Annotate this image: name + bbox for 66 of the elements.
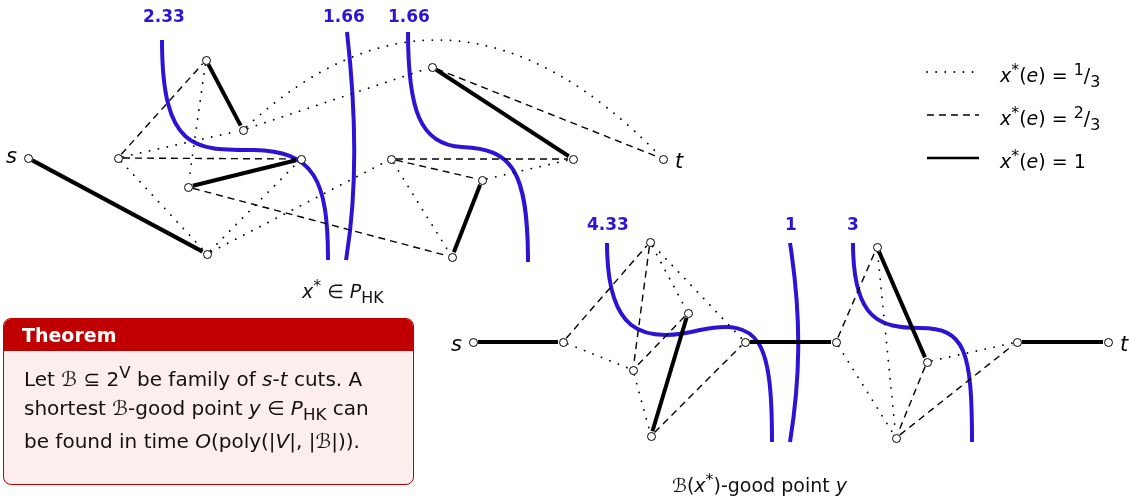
vertex-circle bbox=[183, 182, 193, 192]
graph-edge bbox=[435, 68, 570, 158]
graph-edge bbox=[566, 342, 630, 370]
vertex-circle bbox=[628, 365, 638, 375]
graph-edge bbox=[650, 317, 689, 432]
graph-caption: ℬ(x$^{*}$)-good point y bbox=[672, 472, 847, 496]
graph-edge bbox=[120, 63, 204, 155]
vertex-circle bbox=[683, 308, 693, 318]
graph-edge bbox=[652, 244, 743, 340]
graph-edge bbox=[750, 340, 831, 344]
graph-edge bbox=[31, 158, 204, 254]
cut-value: 1.66 bbox=[388, 8, 430, 25]
graph-edge bbox=[565, 245, 648, 339]
graph-edge bbox=[206, 63, 243, 127]
legend-text: x$^{*}$(e) = $^{1}$/$_{3}$ bbox=[1000, 60, 1101, 92]
vertex-circle bbox=[922, 357, 932, 367]
legend-text: x$^{*}$(e) = $^{2}$/$_{3}$ bbox=[1000, 103, 1101, 135]
graph-edge bbox=[653, 344, 743, 434]
cut-value: 2.33 bbox=[143, 8, 185, 25]
graph-edge bbox=[192, 158, 297, 188]
vertex-label: t bbox=[675, 151, 684, 172]
graph-edge bbox=[451, 183, 483, 254]
graph-edge bbox=[478, 340, 558, 344]
vertex-circle bbox=[1012, 337, 1022, 347]
vertex-circle bbox=[468, 337, 478, 347]
vertex-circle bbox=[568, 154, 578, 164]
graph-edge bbox=[122, 157, 297, 160]
graph-edge bbox=[837, 345, 895, 435]
vertex-circle bbox=[296, 154, 306, 164]
cut-value: 3 bbox=[847, 216, 859, 233]
vertex-circle bbox=[201, 55, 211, 65]
graph-caption: x$^{*}$ ∈ P$_{HK}$ bbox=[302, 278, 384, 306]
vertex-circle bbox=[386, 154, 396, 164]
vertex-circle bbox=[238, 125, 248, 135]
vertex-circle bbox=[477, 175, 487, 185]
vertex-label: t bbox=[1120, 334, 1129, 355]
vertex-circle bbox=[1103, 337, 1113, 347]
cut-value: 1.66 bbox=[323, 8, 365, 25]
vertex-circle bbox=[447, 252, 457, 262]
vertex-circle bbox=[23, 153, 33, 163]
vertex-circle bbox=[831, 337, 841, 347]
vertex-circle bbox=[202, 249, 212, 259]
graph-edge bbox=[931, 342, 1013, 362]
vertex-circle bbox=[646, 431, 656, 441]
theorem-text: Let ℬ ⊆ 2$^{V}$ be family of s-t cuts. A shortest ℬ-good point y ∈ P$_{HK}$ can be found in time O(poly(|V|, |ℬ|)). bbox=[24, 362, 370, 455]
theorem-box bbox=[3, 318, 414, 485]
vertex-label: s bbox=[451, 334, 462, 355]
graph-edge bbox=[485, 159, 570, 180]
graph-edge bbox=[1022, 340, 1103, 344]
graph-edge bbox=[635, 315, 686, 368]
vertex-circle bbox=[891, 433, 901, 443]
vertex-circle bbox=[558, 337, 568, 347]
vertex-circle bbox=[427, 62, 437, 72]
vertex-circle bbox=[872, 242, 882, 252]
cut-value: 4.33 bbox=[587, 216, 629, 233]
graph-edge bbox=[877, 250, 927, 359]
vertex-circle bbox=[740, 337, 750, 347]
theorem-heading: Theorem bbox=[4, 319, 413, 351]
graph-edge bbox=[395, 158, 569, 160]
cut-value: 1 bbox=[785, 216, 797, 233]
legend-text: x$^{*}$(e) = 1 bbox=[1000, 146, 1086, 174]
vertex-circle bbox=[113, 153, 123, 163]
vertex-label: s bbox=[6, 146, 17, 167]
vertex-circle bbox=[658, 154, 668, 164]
graph-edge bbox=[120, 160, 205, 252]
vertex-circle bbox=[645, 237, 655, 247]
